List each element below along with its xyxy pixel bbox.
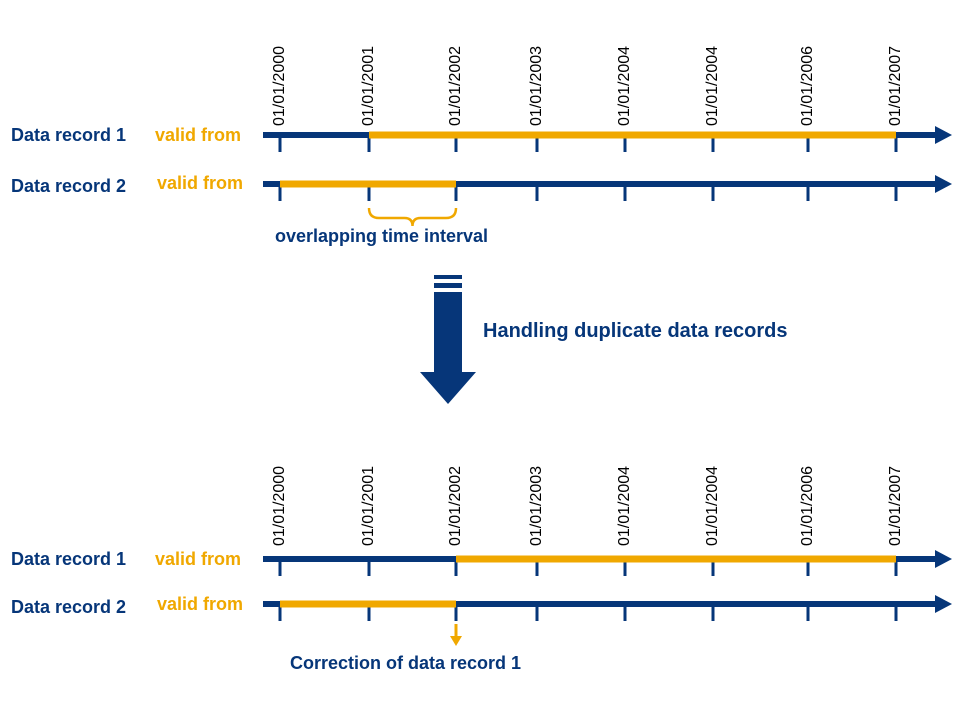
record-2-label: Data record 2: [11, 176, 127, 196]
transition-arrow-head: [420, 372, 476, 404]
record-1-valid-label-after: valid from: [155, 549, 242, 569]
record-1-label-after: Data record 1: [11, 549, 127, 569]
after-record-2-arrow-head: [935, 595, 952, 613]
before-record-1-arrow-head: [935, 126, 952, 144]
transition-arrow-stripe-2: [434, 283, 462, 288]
transition-arrow-stripe-1: [434, 275, 462, 279]
before-record-2-arrow-head: [935, 175, 952, 193]
overlap-brace: [367, 207, 458, 227]
correction-arrow-head: [450, 636, 462, 646]
transition-arrow-shaft: [434, 292, 462, 372]
record-1-label: Data record 1: [11, 125, 127, 145]
record-2-valid-label-after: valid from: [157, 594, 244, 614]
record-1-valid-label: valid from: [155, 125, 242, 145]
record-2-valid-label: valid from: [157, 173, 244, 193]
transition-label: Handling duplicate data records: [483, 320, 788, 342]
record-2-label-after: Data record 2: [11, 597, 127, 617]
overlap-annotation: overlapping time interval: [275, 226, 489, 246]
after-record-1-arrow-head: [935, 550, 952, 568]
correction-annotation: Correction of data record 1: [290, 653, 522, 673]
